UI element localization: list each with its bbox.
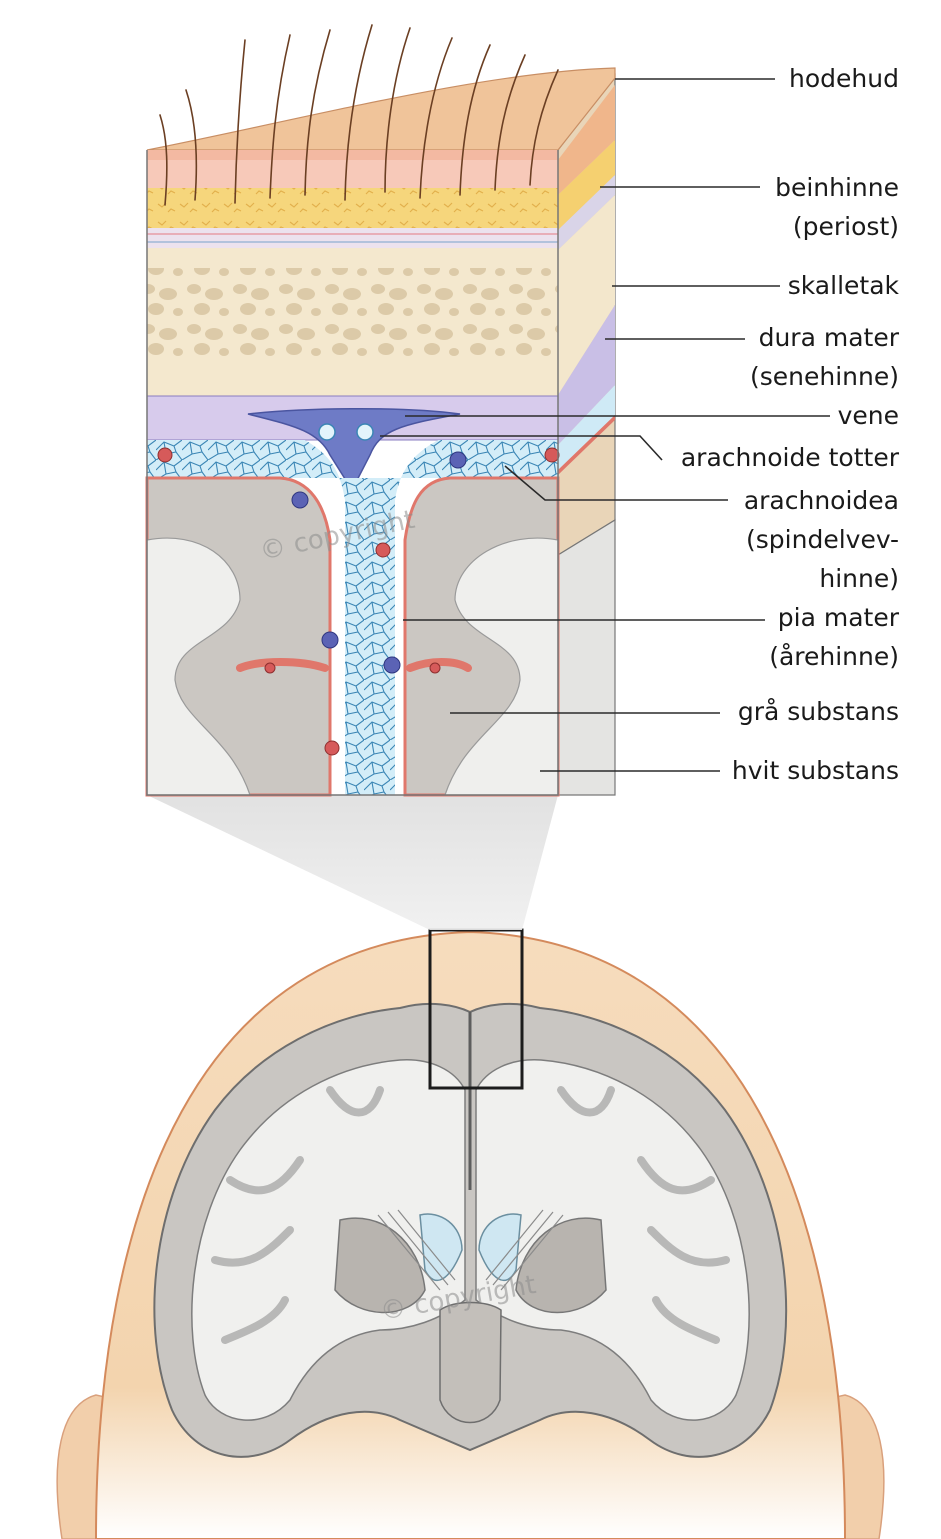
layer-white-matter-left — [146, 537, 251, 796]
venous-sinus — [247, 407, 461, 492]
arachnoid-granulation-left — [318, 423, 336, 441]
hairs — [159, 24, 559, 206]
label-beinhinne: beinhinne (periost) — [775, 173, 899, 241]
brain-white-matter-right — [475, 1059, 750, 1421]
head-cross-section — [56, 928, 885, 1539]
label-arachnoide-totter: arachnoide totter — [680, 443, 899, 472]
layer-periosteum — [147, 228, 558, 248]
magnify-funnel — [147, 795, 558, 930]
label-vene: vene — [837, 401, 899, 430]
label-pia-mater: pia mater (årehinne) — [769, 603, 899, 671]
leader-lines — [380, 78, 830, 772]
arachnoid-granulation-right — [356, 423, 374, 441]
left-basal-ganglia — [334, 1217, 426, 1314]
layer-white-matter-right — [444, 537, 559, 796]
label-arachnoidea: arachnoidea (spindelvev- hinne) — [743, 486, 899, 593]
brain-white-matter — [191, 1059, 466, 1421]
label-gra-substans: grå substans — [737, 697, 899, 726]
vessels — [157, 447, 560, 756]
label-dura-mater: dura mater (senehinne) — [750, 323, 899, 391]
label-skalletak: skalletak — [787, 271, 899, 300]
brainstem — [439, 1301, 502, 1424]
scalp-surface — [146, 67, 616, 151]
label-hvit-substans: hvit substans — [731, 756, 899, 785]
right-basal-ganglia — [515, 1217, 607, 1314]
label-hodehud: hodehud — [789, 64, 899, 93]
